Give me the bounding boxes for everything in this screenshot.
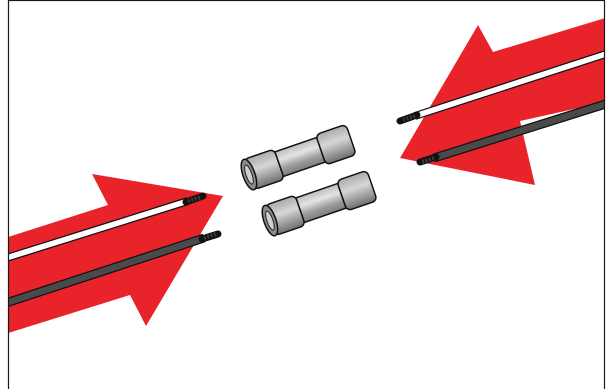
butt-connector-bottom [261, 170, 377, 237]
left-white-wire [9, 192, 207, 262]
right-dark-wire [416, 99, 604, 166]
left-arrow [9, 174, 223, 333]
left-dark-wire [9, 230, 222, 307]
frame-border [7, 0, 606, 389]
butt-connector-top [240, 124, 356, 191]
right-white-wire [396, 50, 604, 125]
right-arrow [400, 18, 604, 185]
